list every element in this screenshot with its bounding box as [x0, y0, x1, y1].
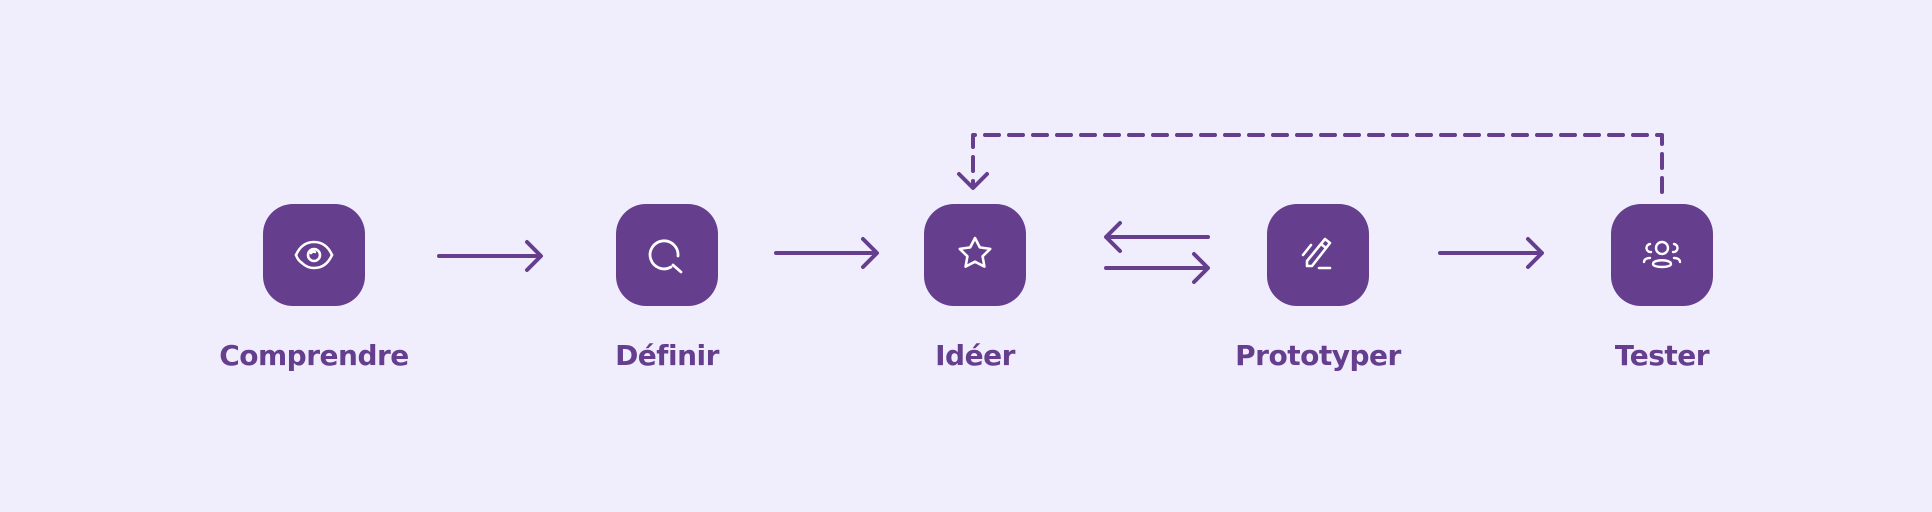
step-comprendre: Comprendre [194, 204, 434, 404]
arrow-ideer-to-prototyper [1104, 252, 1210, 284]
step-label: Idéer [935, 339, 1015, 372]
step-tile [1611, 204, 1713, 306]
step-tester: Tester [1542, 204, 1782, 404]
step-tile [924, 204, 1026, 306]
step-label: Prototyper [1235, 339, 1401, 372]
arrow-prototyper-to-ideer [1104, 221, 1210, 253]
pencil-icon [1301, 237, 1332, 270]
step-label: Comprendre [219, 339, 409, 372]
step-prototyper: Prototyper [1198, 204, 1438, 404]
arrow-comprendre-to-definir [437, 240, 543, 272]
step-tile [1267, 204, 1369, 306]
users-icon [1642, 240, 1682, 269]
step-definir: Définir [547, 204, 787, 404]
step-label: Définir [615, 339, 719, 372]
step-label: Tester [1614, 339, 1710, 372]
step-ideer: Idéer [855, 204, 1095, 404]
step-tile [616, 204, 718, 306]
eye-icon [294, 240, 334, 270]
magnifier-icon [648, 239, 683, 274]
arrow-definir-to-ideer [774, 237, 879, 269]
arrow-prototyper-to-tester [1438, 237, 1544, 269]
dashed-loop-tester-to-ideer [957, 133, 1664, 194]
star-icon [958, 236, 992, 268]
step-tile [263, 204, 365, 306]
